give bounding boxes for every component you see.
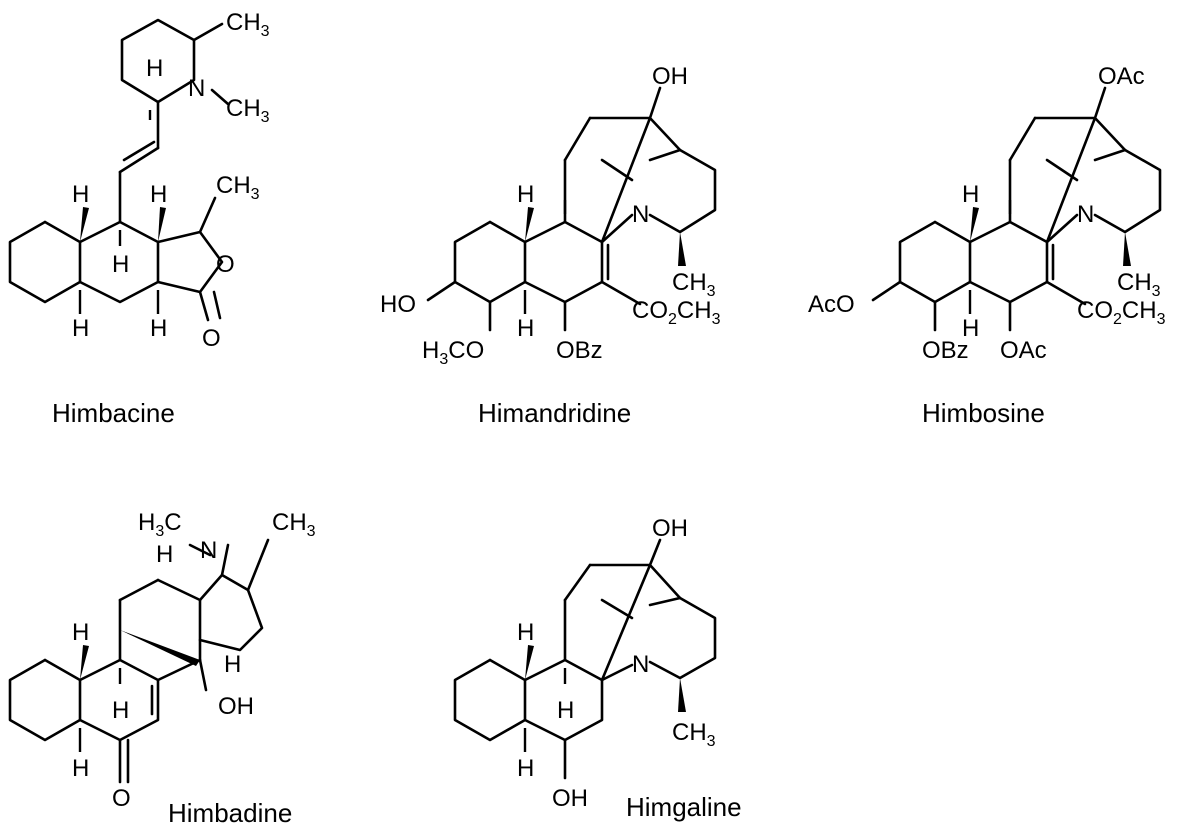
himgaline-name: Himgaline xyxy=(626,792,742,822)
himbacine-h1: H xyxy=(72,181,89,208)
himbadine-oh: OH xyxy=(218,693,254,720)
himbadine-structure xyxy=(8,538,270,784)
himgaline-oh-bottom: OH xyxy=(552,785,588,812)
himandridine-methoxy: H3CO xyxy=(422,337,484,368)
himbosine-n: N xyxy=(1077,201,1094,228)
himandridine-n: N xyxy=(632,201,649,228)
himbacine-n-atom: N xyxy=(188,75,205,102)
himbacine-structure xyxy=(8,18,230,322)
himbacine-n-methyl: CH3 xyxy=(226,95,270,126)
himbacine-h4: H xyxy=(72,315,89,342)
himbacine-h2: H xyxy=(150,181,167,208)
himandridine-obz: OBz xyxy=(556,337,603,364)
himbadine-ketone-o: O xyxy=(112,785,131,812)
himbosine-aco: AcO xyxy=(808,291,855,318)
himbadine-h-right: H xyxy=(224,651,241,678)
himbosine-ch3: CH3 xyxy=(1117,269,1161,300)
himbosine-name: Himbosine xyxy=(922,398,1045,428)
himbosine-ester: CO2CH3 xyxy=(1077,297,1166,328)
himbacine-carbonyl-o: O xyxy=(202,325,221,352)
himbadine-h3c: H3C xyxy=(138,509,182,540)
himandridine-h-bottom: H xyxy=(517,315,534,342)
himbacine-ring-o: O xyxy=(216,251,235,278)
himgaline-oh-top: OH xyxy=(652,515,688,542)
himbadine-h2: H xyxy=(112,697,129,724)
himbacine-ch3-top-c: CH3 xyxy=(226,9,270,40)
himbacine-h5: H xyxy=(150,315,167,342)
himbadine-h-n: H xyxy=(156,541,173,568)
himbosine-oac-bottom: OAc xyxy=(1000,337,1047,364)
himbosine-h-bottom: H xyxy=(962,315,979,342)
himbosine-obz: OBz xyxy=(922,337,969,364)
himbacine-name: Himbacine xyxy=(52,398,175,428)
himbosine-oac-top: OAc xyxy=(1098,63,1145,90)
himbacine-lactone-methyl: CH3 xyxy=(216,172,260,203)
himbacine-h-pip: H xyxy=(146,55,163,82)
himandridine-name: Himandridine xyxy=(478,398,631,428)
himandridine-h-top: H xyxy=(517,181,534,208)
himgaline-n: N xyxy=(632,651,649,678)
himbadine-h1: H xyxy=(72,619,89,646)
himbadine-ch3: CH3 xyxy=(272,509,316,540)
himgaline-structure xyxy=(453,538,717,780)
himandridine-ho: HO xyxy=(380,291,416,318)
himbosine-structure xyxy=(871,86,1162,332)
himandridine-ester: CO2CH3 xyxy=(632,297,721,328)
himbadine-name: Himbadine xyxy=(168,798,292,828)
himbacine-h3: H xyxy=(112,251,129,278)
himgaline-h-mid: H xyxy=(557,697,574,724)
himandridine-structure xyxy=(426,86,717,332)
himbadine-n: N xyxy=(200,537,217,564)
himbosine-h-top: H xyxy=(962,181,979,208)
himgaline-h-top: H xyxy=(517,619,534,646)
himgaline-ch3: CH3 xyxy=(672,719,716,750)
himbadine-h3: H xyxy=(72,755,89,782)
himgaline-h-bottom: H xyxy=(517,755,534,782)
himandridine-ch3: CH3 xyxy=(672,269,716,300)
himandridine-oh: OH xyxy=(652,63,688,90)
